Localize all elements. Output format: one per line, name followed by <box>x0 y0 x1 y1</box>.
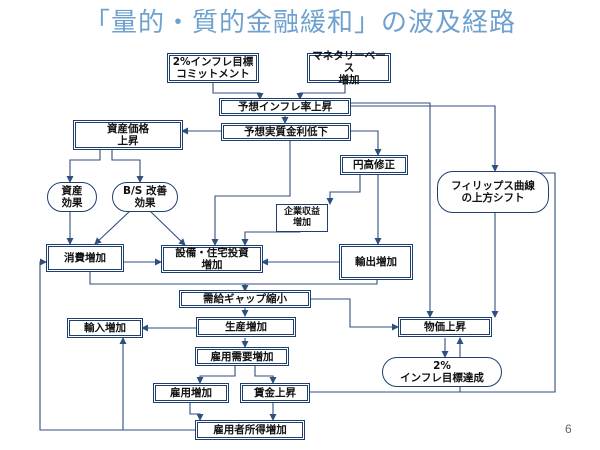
arrow-bseffect-to-capex <box>149 210 186 246</box>
arrow-outputgap-to-price <box>310 298 399 331</box>
node-bs-effect: B/S 改善 効果 <box>112 182 178 212</box>
arrow-exports-join <box>245 280 378 285</box>
node-expected-inflation: 予想インフレ率上昇 <box>219 98 351 116</box>
node-production: 生産増加 <box>196 317 296 337</box>
arrow-employment-to-income <box>189 402 204 421</box>
page-number: 6 <box>565 422 572 436</box>
arrow-commit-to-inflation <box>212 82 264 100</box>
node-corp-profit: 企業収益 増加 <box>276 204 328 232</box>
arrow-labor-to-employment <box>196 365 236 384</box>
node-price-rise: 物価上昇 <box>398 317 492 337</box>
node-employment: 雇用増加 <box>153 383 229 403</box>
arrow-labor-to-wages <box>254 365 277 384</box>
arrow-wages-to-price <box>310 337 464 393</box>
node-wages: 賃金上昇 <box>240 383 310 403</box>
arrow-inflation-to-phillips <box>350 105 499 172</box>
node-output-gap: 需給ギャップ縮小 <box>179 290 311 308</box>
slide-title: 「量的・質的金融緩和」の波及経路 <box>83 8 516 38</box>
node-employee-income: 雇用者所得増加 <box>195 420 305 440</box>
node-target-achieved: 2% インフレ目標達成 <box>382 357 502 387</box>
node-imports: 輸入増加 <box>67 318 143 338</box>
arrow-mb-to-inflation <box>296 82 346 100</box>
arrow-income-to-imports <box>119 337 195 431</box>
node-exports: 輸出増加 <box>339 244 413 280</box>
arrow-yen-to-profit <box>326 174 361 205</box>
arrow-income-to-consumption <box>39 258 195 431</box>
node-real-rate: 予想実質金利低下 <box>221 123 351 141</box>
node-commitment: 2%インフレ目標 コミットメント <box>167 53 259 83</box>
arrow-asset-to-asseteffect <box>66 149 101 183</box>
arrow-demand-to-outputgap <box>89 272 249 292</box>
arrow-inflation-to-price <box>350 102 434 318</box>
node-labor-demand: 雇用需要増加 <box>195 347 289 366</box>
node-phillips: フィリップス曲線 の上方シフト <box>437 171 549 213</box>
arrow-realrate-to-capex <box>211 141 291 246</box>
arrow-asset-to-bseffect <box>111 149 144 183</box>
node-asset-prices: 資産価格 上昇 <box>73 120 183 150</box>
arrow-bseffect-to-consumption <box>94 210 131 245</box>
arrow-realrate-to-yen <box>350 130 382 156</box>
node-capex: 設備・住宅投資 増加 <box>161 245 263 273</box>
node-monetary-base: マネタリーベース 増加 <box>307 50 391 86</box>
node-consumption: 消費増加 <box>46 244 124 272</box>
node-asset-effect: 資産 効果 <box>47 182 97 212</box>
node-yen-correction: 円高修正 <box>340 155 408 175</box>
